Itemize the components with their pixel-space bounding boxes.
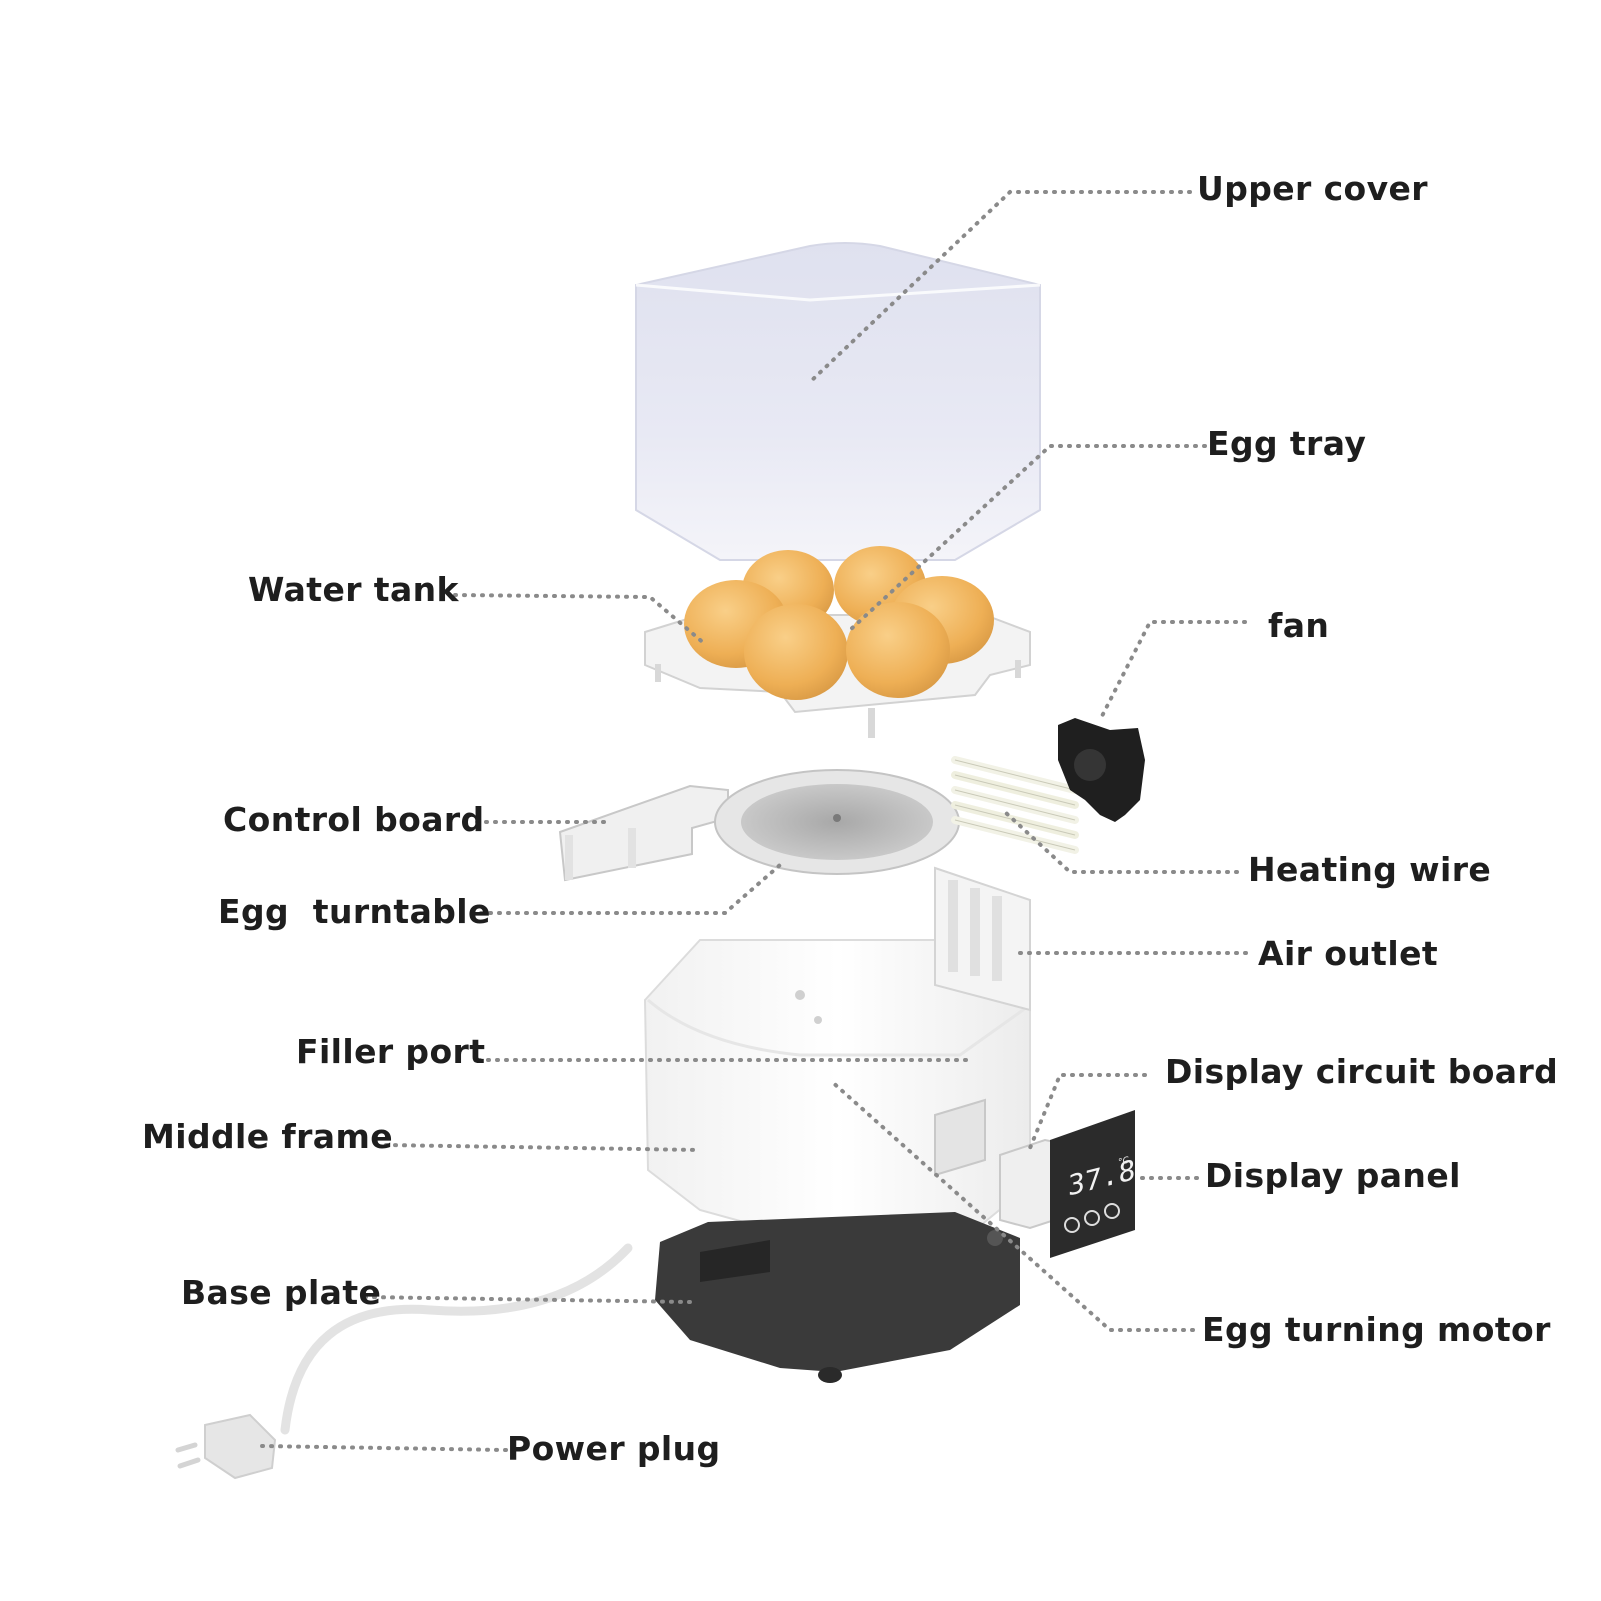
label-display-circuit-board: Display circuit board <box>1165 1052 1559 1091</box>
egg <box>846 602 950 698</box>
label-fan: fan <box>1268 606 1330 645</box>
label-control-board: Control board <box>223 800 485 839</box>
leader-lines <box>260 190 1248 1452</box>
middle-frame-part <box>643 866 1031 1234</box>
control-board-part <box>558 784 729 882</box>
display-button[interactable] <box>1064 1217 1080 1233</box>
base-plate-part <box>655 1212 1020 1383</box>
display-button[interactable] <box>1104 1203 1120 1219</box>
label-water-tank: Water tank <box>248 570 459 609</box>
label-base-plate: Base plate <box>181 1273 382 1312</box>
display-unit: °C <box>1118 1156 1129 1169</box>
label-display-panel: Display panel <box>1205 1156 1461 1195</box>
power-plug-part <box>175 1243 633 1480</box>
fan-part <box>1058 718 1145 822</box>
display-panel-part: 37.8 °C <box>1050 1110 1135 1258</box>
label-air-outlet: Air outlet <box>1258 934 1439 973</box>
egg-turntable-part <box>714 769 960 875</box>
display-button[interactable] <box>1084 1210 1100 1226</box>
label-heating-wire: Heating wire <box>1248 850 1492 889</box>
label-upper-cover: Upper cover <box>1197 169 1428 208</box>
label-middle-frame: Middle frame <box>142 1117 394 1156</box>
label-egg-turntable: Egg turntable <box>218 892 491 931</box>
label-egg-turning-motor: Egg turning motor <box>1202 1310 1551 1349</box>
label-egg-tray: Egg tray <box>1207 424 1367 463</box>
heating-wire-part <box>951 756 1079 854</box>
label-filler-port: Filler port <box>296 1032 486 1071</box>
eggs <box>684 546 994 700</box>
upper-cover-part <box>635 242 1041 561</box>
egg <box>744 604 848 700</box>
label-power-plug: Power plug <box>507 1429 721 1468</box>
